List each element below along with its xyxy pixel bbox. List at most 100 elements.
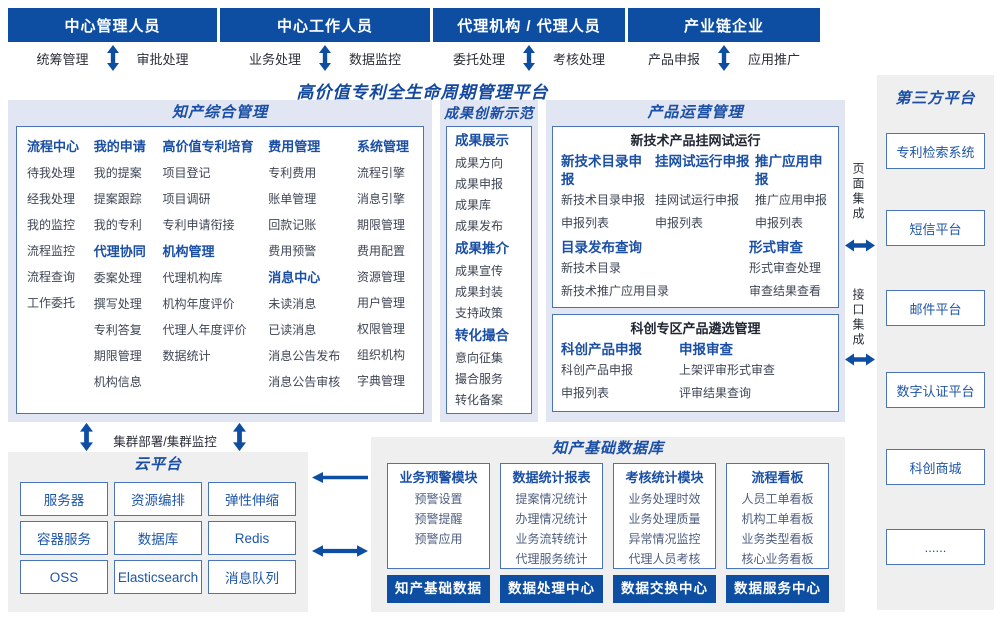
actor-label: 数据监控 [349, 51, 402, 67]
feature-item: 用户管理 [357, 296, 406, 310]
ip-column-system: 系统管理流程引擎消息引擎期限管理费用配置资源管理用户管理权限管理组织机构字典管理 [357, 133, 413, 413]
feature-item: 数据统计 [162, 349, 211, 363]
group-header: 科创产品申报 [561, 342, 642, 357]
feature-item: 工作委托 [27, 296, 76, 310]
feature-item: 申报列表 [561, 386, 610, 400]
feature-item: 业务类型看板 [741, 532, 814, 546]
group-header: 代理协同 [93, 244, 146, 259]
group-header: 系统管理 [357, 139, 410, 154]
group-header: 流程中心 [27, 139, 80, 154]
ip-column-cultivation: 高价值专利培育项目登记项目调研专利申请衔接机构管理代理机构库机构年度评价代理人年… [163, 133, 258, 413]
platform-title: 高价值专利全生命周期管理平台 [296, 83, 549, 102]
feature-item: 期限管理 [93, 349, 142, 363]
actor-title: 中心管理人员 [8, 8, 217, 42]
feature-item: 回款记账 [268, 218, 317, 232]
third-party-box: 专利检索系统 [886, 133, 985, 169]
feature-item: 专利答复 [93, 323, 142, 337]
actor-center-management: 中心管理人员 统筹管理 审批处理 [8, 8, 217, 72]
feature-item: 成果发布 [455, 219, 504, 233]
section-third-party: 第三方平台 专利检索系统 短信平台 邮件平台 数字认证平台 科创商城 .....… [877, 75, 994, 610]
actor-agency: 代理机构 / 代理人员 委托处理 考核处理 [433, 8, 625, 72]
section-ip-management: 知产综合管理 流程中心待我处理经我处理我的监控流程监控流程查询工作委托 我的申请… [8, 100, 432, 422]
feature-item: 消息引擎 [357, 192, 406, 206]
feature-item: 推广应用申报 [755, 193, 828, 207]
actor-label: 考核处理 [553, 51, 606, 67]
feature-item: 机构信息 [93, 375, 142, 389]
feature-item: 撰写处理 [93, 297, 142, 311]
feature-item: 成果申报 [455, 177, 504, 191]
db-footer: 知产基础数据 [387, 575, 490, 603]
horizontal-double-arrow-icon [312, 545, 368, 557]
group-header: 新技术目录申报 [561, 154, 642, 187]
feature-item: 项目登记 [162, 166, 211, 180]
group-header: 我的申请 [93, 139, 146, 154]
section-title: 第三方平台 [895, 90, 976, 107]
feature-item: 审查结果查看 [749, 284, 822, 298]
feature-item: OSS [20, 560, 108, 594]
vertical-double-arrow-icon [106, 45, 119, 71]
feature-item: 已读消息 [268, 323, 317, 337]
page-integration-label: 页面集成 [851, 162, 865, 222]
feature-item: 业务处理时效 [628, 492, 701, 506]
ip-column-application: 我的申请我的提案提案跟踪我的专利代理协同委案处理撰写处理专利答复期限管理机构信息 [94, 133, 152, 413]
actor-label: 审批处理 [136, 51, 189, 67]
feature-item: 弹性伸缩 [208, 482, 296, 516]
feature-item: 成果方向 [455, 156, 504, 170]
feature-item: 消息公告审核 [268, 375, 341, 389]
feature-item: 申报列表 [561, 216, 610, 230]
feature-item: 人员工单看板 [741, 492, 814, 506]
left-arrow-icon [312, 472, 368, 483]
section-achievement: 成果创新示范 成果展示成果方向成果申报成果库成果发布成果推介成果宣传成果封装支持… [440, 100, 538, 422]
group-promotion-declare: 推广应用申报 推广应用申报申报列表 [755, 153, 830, 235]
feature-item: 流程监控 [27, 244, 76, 258]
feature-item: 费用配置 [357, 244, 406, 258]
third-party-box: 数字认证平台 [886, 372, 985, 408]
feature-item: 我的专利 [93, 218, 142, 232]
third-party-box: ...... [886, 529, 985, 565]
feature-item: 权限管理 [357, 322, 406, 336]
group-header: 高价值专利培育 [162, 139, 254, 154]
feature-item: 经我处理 [27, 192, 76, 206]
feature-item: 我的监控 [27, 218, 76, 232]
feature-item: 转化备案 [455, 393, 504, 407]
db-module-warning: 业务预警模块预警设置预警提醒预警应用 知产基础数据 [387, 463, 490, 603]
group-header: 消息中心 [268, 270, 321, 285]
feature-item: 数据库 [114, 521, 202, 555]
achievement-box: 成果展示成果方向成果申报成果库成果发布成果推介成果宣传成果封装支持政策转化撮合意… [446, 126, 532, 414]
feature-item: 上架评审形式审查 [679, 363, 776, 377]
horizontal-double-arrow-icon [845, 353, 875, 366]
section-ip-database: 知产基础数据库 业务预警模块预警设置预警提醒预警应用 知产基础数据 数据统计报表… [371, 437, 845, 612]
group-header: 数据统计报表 [512, 470, 591, 485]
actor-title: 代理机构 / 代理人员 [433, 8, 625, 42]
group-formal-review: 形式审查 形式审查处理审查结果查看 [741, 239, 830, 307]
feature-item: 字典管理 [357, 374, 406, 388]
db-footer: 数据交换中心 [613, 575, 716, 603]
feature-item: 专利申请衔接 [162, 218, 235, 232]
vertical-double-arrow-icon [523, 45, 535, 71]
feature-item: 流程查询 [27, 270, 76, 284]
feature-item: 资源编排 [114, 482, 202, 516]
group-trial-declare: 挂网试运行申报 挂网试运行申报申报列表 [655, 153, 755, 235]
feature-item: 异常情况监控 [628, 532, 701, 546]
feature-item: 形式审查处理 [749, 261, 822, 275]
feature-item: 容器服务 [20, 521, 108, 555]
db-footer: 数据处理中心 [500, 575, 603, 603]
feature-item: 服务器 [20, 482, 108, 516]
db-modules-row: 业务预警模块预警设置预警提醒预警应用 知产基础数据 数据统计报表提案情况统计办理… [387, 463, 829, 603]
actor-title: 中心工作人员 [220, 8, 430, 42]
feature-item: 代理人员考核 [628, 552, 701, 566]
group-header: 成果推介 [455, 241, 509, 256]
feature-item: 意向征集 [455, 351, 504, 365]
feature-item: 待我处理 [27, 166, 76, 180]
group-header: 流程看板 [751, 470, 804, 485]
actor-label: 委托处理 [452, 51, 505, 67]
section-product-ops: 产品运营管理 新技术产品挂网试运行 新技术目录申报 新技术目录申报申报列表 挂网… [546, 100, 845, 422]
feature-item: 办理情况统计 [515, 512, 588, 526]
horizontal-double-arrow-icon [845, 239, 875, 252]
sci-tech-row: 科创产品申报 科创产品申报申报列表 申报审查 上架评审形式审查评审结果查询 [553, 341, 838, 405]
feature-item: 未读消息 [268, 297, 317, 311]
vertical-double-arrow-icon [718, 45, 730, 71]
group-sci-product-declare: 科创产品申报 科创产品申报申报列表 [561, 341, 679, 405]
ip-column-fee: 费用管理专利费用账单管理回款记账费用预警消息中心未读消息已读消息消息公告发布消息… [268, 133, 346, 413]
group-header: 转化撮合 [455, 328, 509, 343]
